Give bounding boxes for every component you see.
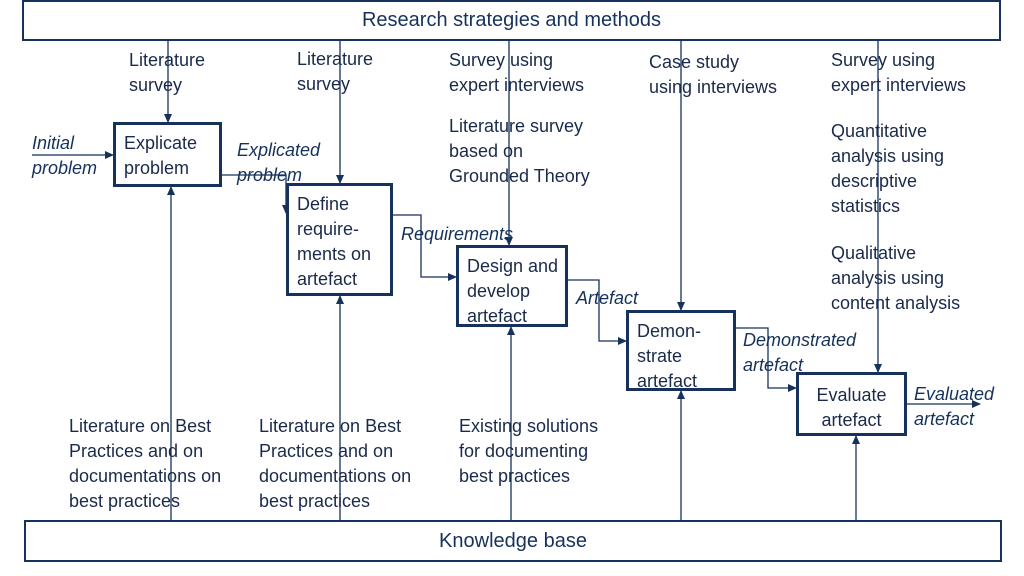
research-strategies-title: Research strategies and methods [361, 9, 662, 31]
demonstrated-artefact-label: Demonstrated artefact [743, 330, 857, 375]
knowledge-literature-2: Literature on Best Practices and on docu… [259, 416, 412, 511]
method-literature-survey-2: Literature survey [297, 49, 374, 94]
method-expert-interviews-1: Survey using expert interviews [449, 50, 585, 95]
demonstrate-artefact-box: Demon- strate artefact [626, 310, 736, 391]
artefact-label: Artefact [576, 288, 639, 308]
method-case-study: Case study using interviews [649, 52, 778, 97]
design-develop-box: Design and develop artefact [456, 245, 568, 327]
knowledge-literature-1: Literature on Best Practices and on docu… [69, 416, 222, 511]
arrow-requirements [393, 214, 457, 281]
knowledge-base-bar: Knowledge base [24, 520, 1002, 562]
method-quantitative-analysis: Quantitative analysis using descriptive … [831, 121, 945, 216]
requirements-label: Requirements [401, 224, 514, 244]
initial-problem-label: Initial problem [32, 133, 98, 178]
arrow-demonstrated-artefact [736, 327, 797, 392]
knowledge-existing-solutions: Existing solutions for documenting best … [459, 416, 599, 486]
arrow-artefact [568, 279, 627, 345]
method-qualitative-analysis: Qualitative analysis using content analy… [831, 243, 961, 313]
explicate-problem-box: Explicate problem [113, 122, 222, 187]
research-strategies-bar: Research strategies and methods [22, 0, 1001, 41]
evaluate-artefact-box: Evaluate artefact [796, 372, 907, 436]
method-literature-survey-1: Literature survey [129, 50, 206, 95]
define-requirements-box: Define require- ments on artefact [286, 183, 393, 296]
evaluated-artefact-label: Evaluated artefact [914, 384, 995, 429]
explicated-problem-label: Explicated problem [237, 140, 321, 185]
knowledge-base-title: Knowledge base [439, 529, 587, 552]
method-grounded-theory: Literature survey based on Grounded Theo… [449, 116, 590, 186]
method-expert-interviews-2: Survey using expert interviews [831, 50, 967, 95]
